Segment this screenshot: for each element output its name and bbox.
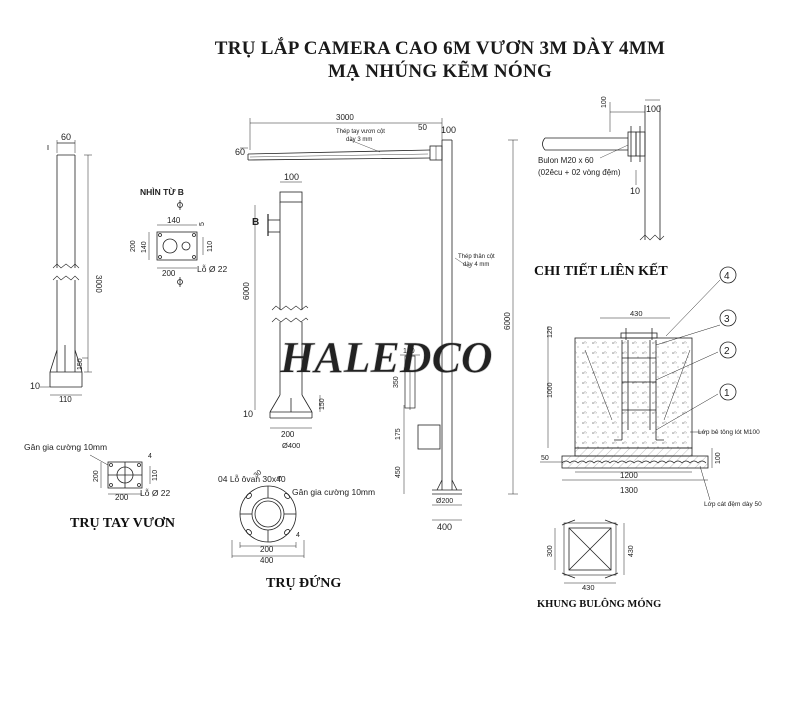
dim-found-430: 430 <box>630 309 643 318</box>
dim-arm-width: 60 <box>235 147 245 157</box>
arm-connection-detail <box>542 99 665 241</box>
dim-450: 450 <box>395 466 402 478</box>
dim-pole-top-100: 100 <box>441 125 456 135</box>
dim-viewb-200-h: 200 <box>162 269 176 278</box>
dim-arm-plan-200-h: 200 <box>115 493 129 502</box>
dim-plan-400: 400 <box>260 556 274 565</box>
section-label-connection-detail: CHI TIẾT LIÊN KẾT <box>534 264 668 279</box>
note-lean-concrete: Lớp bê tông lót M100 <box>698 429 760 436</box>
assembled-pole <box>240 118 518 521</box>
dim-upright-150: 150 <box>319 398 326 410</box>
note-hole-arm-plan: Lỗ Ø 22 <box>140 488 171 498</box>
dim-frame-430-v: 430 <box>628 545 635 557</box>
dim-upright-top: 100 <box>284 172 299 182</box>
dim-base-400: 400 <box>437 522 452 532</box>
upright-pole-elevation <box>254 181 321 429</box>
arm-base-plate-plan <box>89 454 151 495</box>
dim-d200: Ø200 <box>436 498 453 505</box>
watermark: HALEDCO <box>279 333 493 382</box>
dim-pole-top-50: 50 <box>418 123 427 132</box>
dim-pole-height: 6000 <box>503 312 512 330</box>
dim-hand-hole-120: 120 <box>403 348 415 355</box>
note-sand-layer: Lớp cát đệm dày 50 <box>704 501 762 508</box>
dim-found-100: 100 <box>715 452 722 464</box>
view-b-marker: B <box>252 217 259 228</box>
note-arm-steel-1: Thép tay vươn cột <box>336 129 385 135</box>
callout-4: 4 <box>724 271 730 282</box>
dim-upright-200: 200 <box>281 430 295 439</box>
dim-arm-plan-4: 4 <box>148 453 152 460</box>
dim-plan-200: 200 <box>260 545 274 554</box>
note-hole-viewb: Lỗ Ø 22 <box>197 264 228 274</box>
dim-arm-plan-200-v: 200 <box>93 470 100 482</box>
dim-arm-110: 110 <box>59 395 72 404</box>
dim-found-120: 120 <box>547 326 554 338</box>
note-bolt-2: (02êcu + 02 vòng đệm) <box>538 168 621 177</box>
dim-frame-430-h: 430 <box>582 583 595 592</box>
title-line-2: MẠ NHÚNG KẼM NÓNG <box>327 61 553 82</box>
dim-viewb-110-v: 110 <box>207 241 214 252</box>
callout-3: 3 <box>724 314 730 325</box>
dim-found-1300: 1300 <box>620 486 638 495</box>
dim-arm-height: 3000 <box>94 275 103 293</box>
dim-175: 175 <box>395 428 402 440</box>
dim-arm-plan-110-v: 110 <box>152 470 159 481</box>
dim-arm-top: 60 <box>61 132 71 142</box>
dim-found-1200: 1200 <box>620 471 638 480</box>
section-label-foundation-frame: KHUNG BULÔNG MÓNG <box>537 599 662 610</box>
dim-found-1000: 1000 <box>547 382 554 398</box>
dim-plan-30: 30 <box>253 469 264 479</box>
view-b-label: NHÌN TỪ B <box>140 186 184 197</box>
dim-conn-100-h: 100 <box>646 104 661 114</box>
note-oval-holes: 04 Lỗ ôvan 30x40 <box>218 474 286 484</box>
dim-plan-40: 4 <box>275 474 283 482</box>
note-arm-steel-2: dày 3 mm <box>346 137 372 143</box>
dim-conn-10: 10 <box>630 186 640 196</box>
section-label-arm-pole: TRỤ TAY VƯƠN <box>70 516 176 531</box>
dim-arm-base-thick: 10 <box>30 381 40 391</box>
note-stiffener-left: Gân gia cường 10mm <box>24 442 107 452</box>
dim-hand-hole-350: 350 <box>393 376 400 388</box>
callout-2: 2 <box>724 346 730 357</box>
dim-upright-base-thick: 10 <box>243 409 253 419</box>
dim-upright-d400: Ø400 <box>282 441 300 450</box>
dim-viewb-5: 5 <box>199 222 206 226</box>
note-bolt-1: Bulon M20 x 60 <box>538 156 594 165</box>
dim-upright-height: 6000 <box>242 282 251 300</box>
dim-viewb-140: 140 <box>167 216 181 225</box>
dim-plan-4: 4 <box>296 532 300 539</box>
dim-frame-300: 300 <box>547 545 554 557</box>
foundation-section <box>540 266 737 501</box>
note-body-steel-1: Thép thân cột <box>458 254 495 260</box>
dim-arm-150: 150 <box>77 358 84 370</box>
arm-pole-elevation <box>40 140 92 396</box>
note-body-steel-2: dày 4 mm <box>463 262 489 268</box>
view-b-plate <box>148 200 204 287</box>
anchor-bolt-frame-plan <box>554 519 625 584</box>
title-line-1: TRỤ LẮP CAMERA CAO 6M VƯƠN 3M DÀY 4MM <box>214 38 666 59</box>
section-label-upright-pole: TRỤ ĐỨNG <box>266 576 342 591</box>
note-stiffener-right: Gân gia cường 10mm <box>292 487 375 497</box>
dim-conn-100-v: 100 <box>601 96 608 108</box>
dim-found-50: 50 <box>541 455 549 462</box>
dim-viewb-140-v: 140 <box>141 241 148 253</box>
upright-base-plate-plan <box>231 485 305 558</box>
callout-1: 1 <box>724 388 730 399</box>
dim-arm-length: 3000 <box>336 113 354 122</box>
dim-viewb-200-v: 200 <box>130 240 137 252</box>
